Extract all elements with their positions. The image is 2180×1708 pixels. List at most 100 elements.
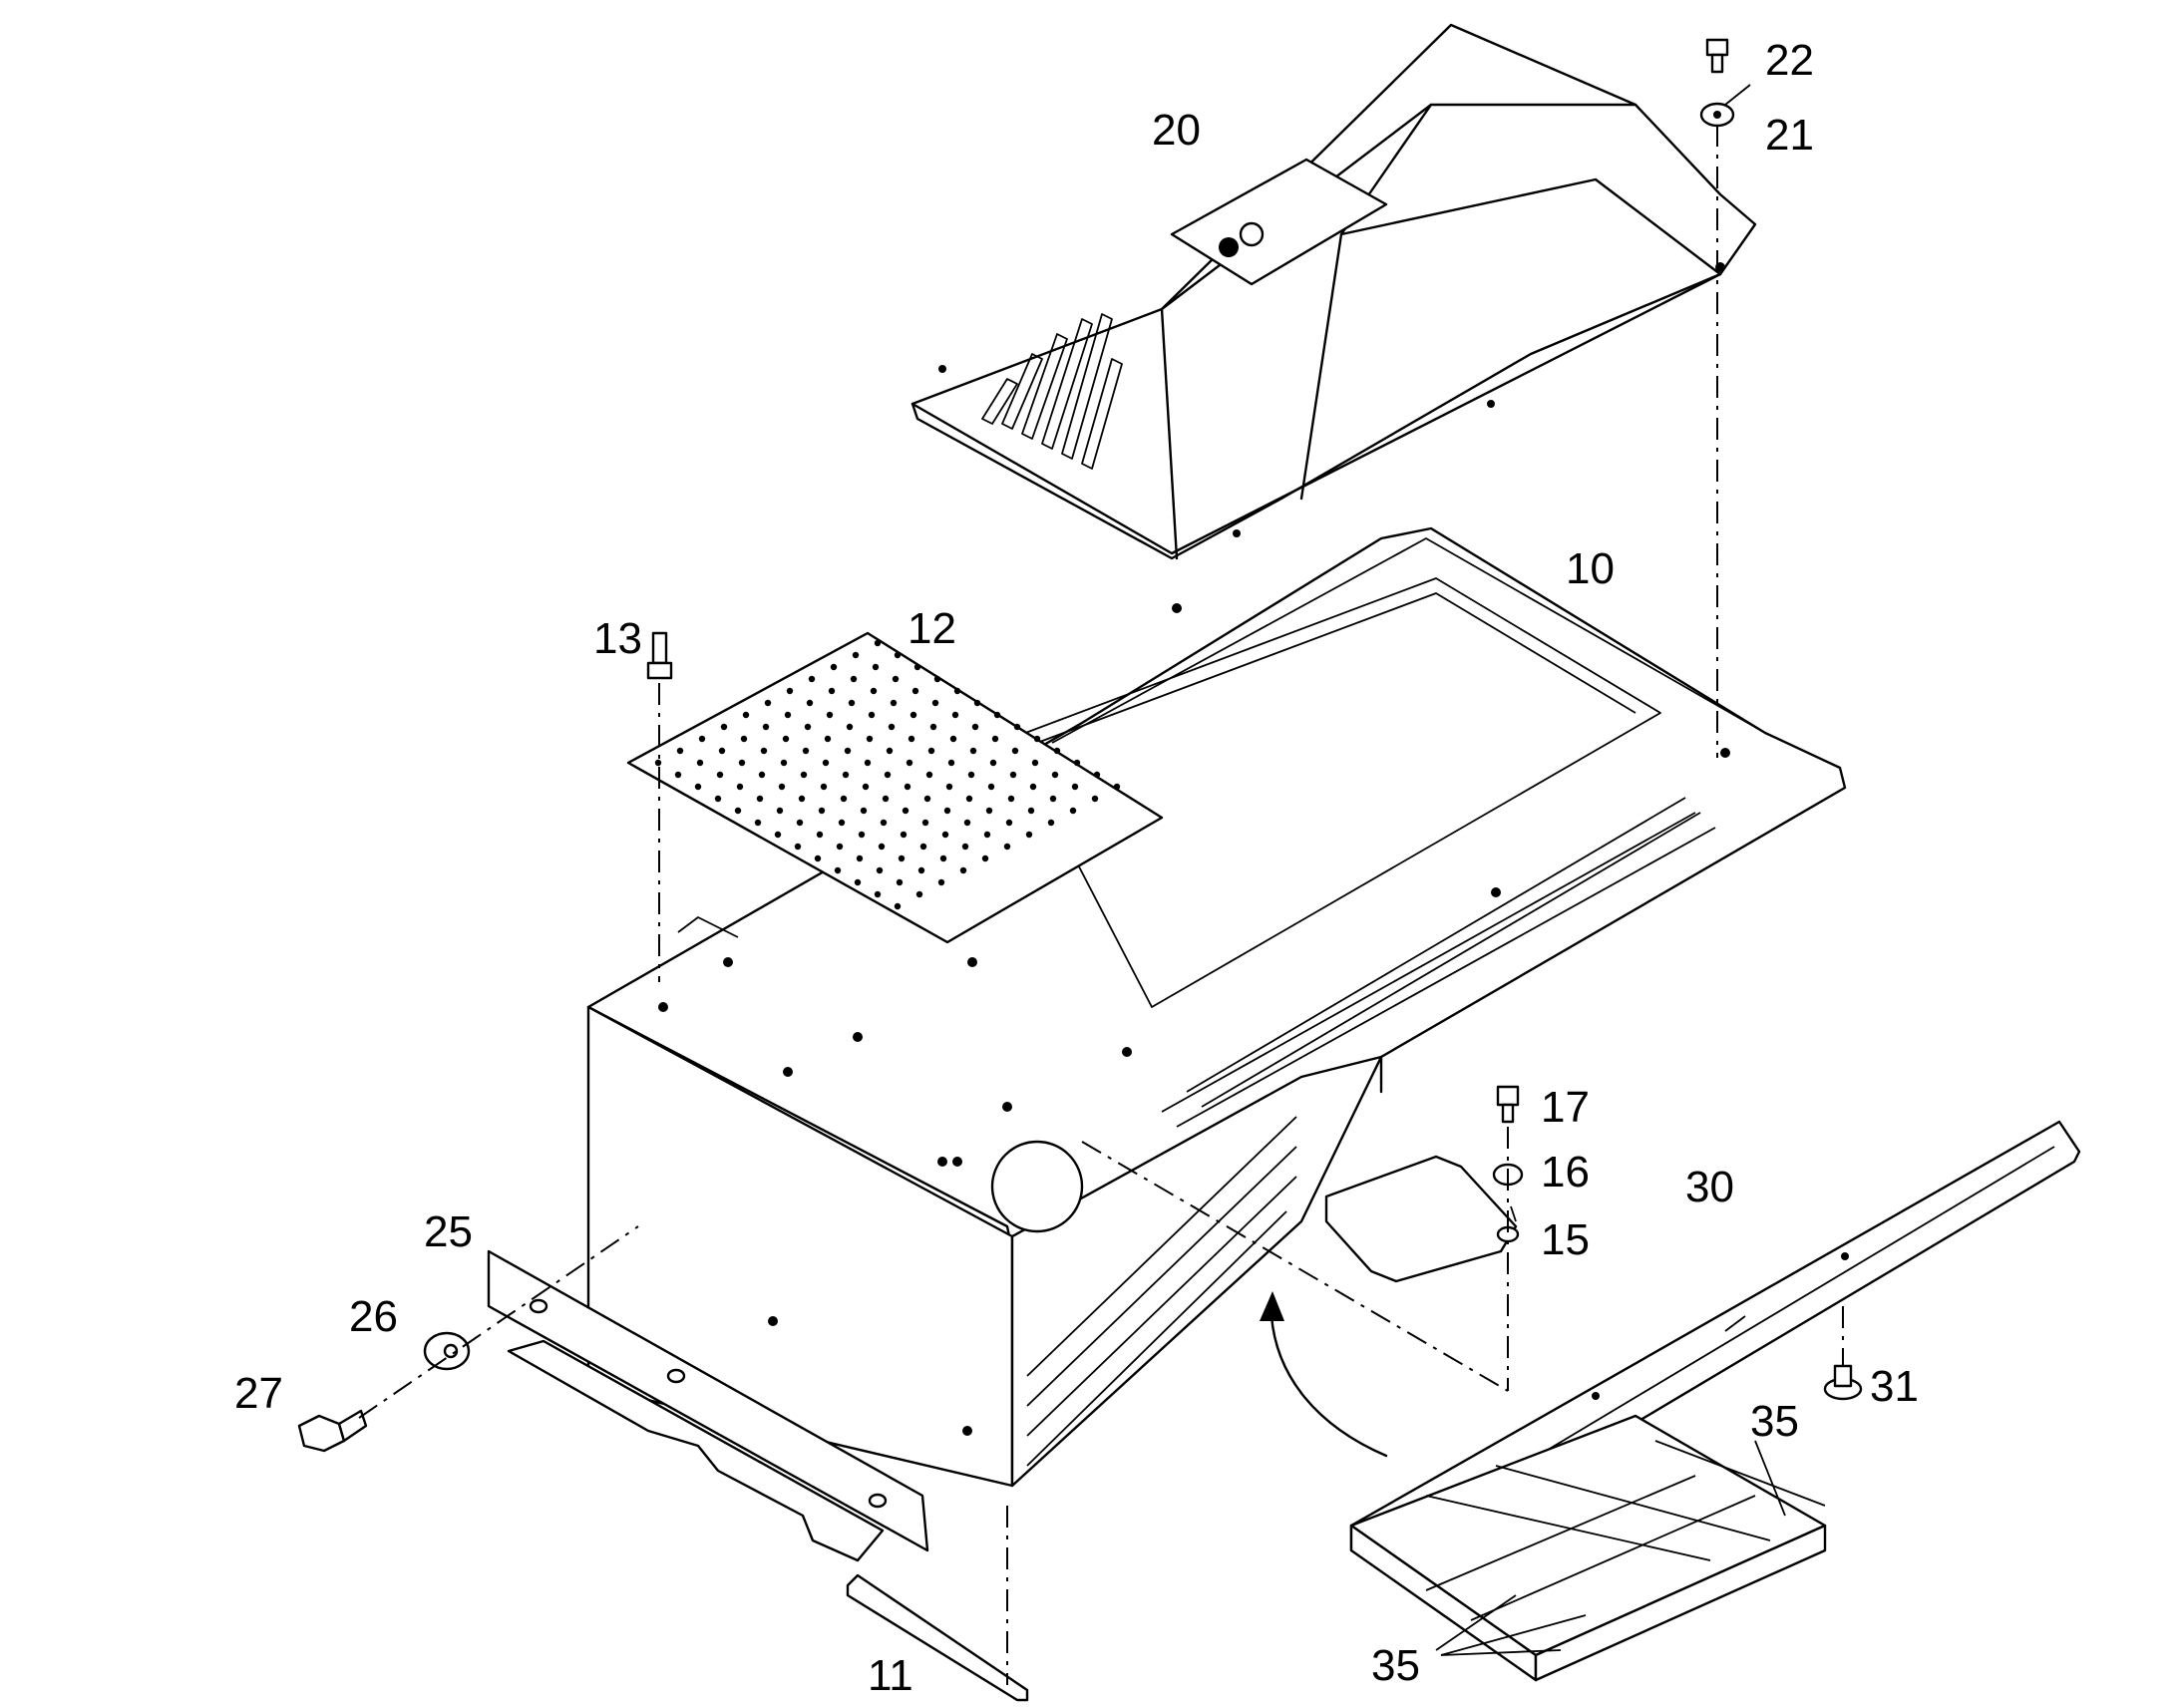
perforation-hole [774, 831, 782, 839]
perforation-hole [694, 783, 702, 791]
perforation-hole [906, 759, 913, 767]
perforation-hole [860, 807, 868, 815]
assembly-center-lines [358, 125, 1844, 1685]
perforation-hole [676, 747, 684, 755]
washer-part-21 [1699, 102, 1735, 128]
perforation-hole [758, 771, 766, 779]
perforation-hole [967, 771, 975, 779]
housing-top-vent-slots [1161, 797, 1716, 1128]
bolt-part-27 [297, 1409, 368, 1453]
perforation-hole [874, 639, 882, 647]
perforation-hole [890, 699, 898, 707]
perforation-hole [989, 759, 997, 767]
perforation-hole [880, 819, 888, 827]
perforation-hole [872, 663, 880, 671]
perforation-hole [973, 699, 981, 707]
perforation-hole [836, 843, 844, 851]
perforation-hole [919, 843, 927, 851]
perforation-hole [882, 795, 890, 803]
perforation-hole [917, 866, 925, 874]
perforation-hole [963, 819, 971, 827]
pads-part-35 [1349, 1414, 1827, 1682]
perforation-hole [816, 831, 824, 839]
perforation-hole [939, 854, 947, 862]
perforation-hole [900, 831, 908, 839]
perforation-hole [1003, 843, 1011, 851]
washer-part-26 [423, 1331, 471, 1371]
perforation-hole [738, 759, 746, 767]
perforation-hole [718, 747, 726, 755]
perforation-hole [826, 711, 834, 719]
perforation-hole [784, 711, 792, 719]
callout-35-bottom: 35 [1371, 1641, 1420, 1690]
perforation-hole [762, 723, 770, 731]
foot-part-31 [1823, 1364, 1863, 1401]
gasket-part-15 [1324, 1155, 1520, 1283]
perforation-hole [786, 687, 794, 695]
perforation-hole [696, 759, 704, 767]
perforation-hole [756, 795, 764, 803]
callout-15: 15 [1541, 1215, 1590, 1264]
perforation-hole [941, 831, 949, 839]
perforation-hole [1047, 819, 1055, 827]
perforation-hole [806, 699, 814, 707]
perforation-hole [1071, 783, 1079, 791]
bracket-plate-part-25 [487, 1249, 929, 1562]
perforation-hole [1051, 771, 1059, 779]
callout-20: 20 [1152, 106, 1201, 155]
perforation-hole [714, 795, 722, 803]
perforation-hole [909, 711, 917, 719]
perforation-hole [740, 735, 748, 743]
perforation-hole [776, 807, 784, 815]
perforation-hole [915, 890, 923, 898]
perforation-hole [945, 783, 953, 791]
leader-lines [1435, 84, 1826, 1656]
perforation-hole [818, 807, 826, 815]
perforation-hole [858, 831, 866, 839]
perforation-hole [993, 711, 1001, 719]
perforation-hole [830, 663, 838, 671]
perforation-hole [848, 699, 856, 707]
perforation-hole [1069, 807, 1077, 815]
perforation-hole [933, 675, 941, 683]
perforation-hole [824, 735, 832, 743]
perforation-hole [842, 771, 850, 779]
perforation-hole [925, 771, 933, 779]
perforation-hole [742, 711, 750, 719]
perforation-hole [716, 771, 724, 779]
perforation-hole [902, 807, 909, 815]
screw-part-13 [646, 631, 673, 680]
callout-21: 21 [1765, 111, 1814, 160]
perforation-hole [844, 747, 852, 755]
perforation-hole [884, 771, 892, 779]
perforated-plate-part-12 [626, 631, 1164, 944]
callout-26: 26 [349, 1292, 398, 1341]
perforation-hole [870, 687, 878, 695]
callout-12: 12 [908, 604, 956, 653]
perforation-hole [961, 843, 969, 851]
perforation-hole [929, 723, 937, 731]
perforation-hole [852, 651, 860, 659]
perforation-hole [965, 795, 973, 803]
perforation-hole [894, 651, 902, 659]
perforation-hole [850, 675, 858, 683]
screw-part-17 [1496, 1085, 1520, 1124]
perforation-hole [796, 819, 804, 827]
perforation-hole [814, 854, 822, 862]
perforation-hole [720, 723, 728, 731]
perforation-hole [862, 783, 870, 791]
perforation-hole [931, 699, 939, 707]
perforation-hole [1031, 759, 1039, 767]
perforation-hole [1013, 723, 1021, 731]
perforation-hole [1027, 807, 1035, 815]
perforation-hole [778, 783, 786, 791]
perforation-hole [898, 854, 906, 862]
callout-35-top: 35 [1750, 1397, 1799, 1446]
perforation-hole [760, 747, 768, 755]
perforation-hole [913, 663, 921, 671]
perforation-hole [886, 747, 894, 755]
callout-11: 11 [868, 1651, 913, 1700]
perforation-hole [1005, 819, 1013, 827]
perforation-hole [802, 747, 810, 755]
